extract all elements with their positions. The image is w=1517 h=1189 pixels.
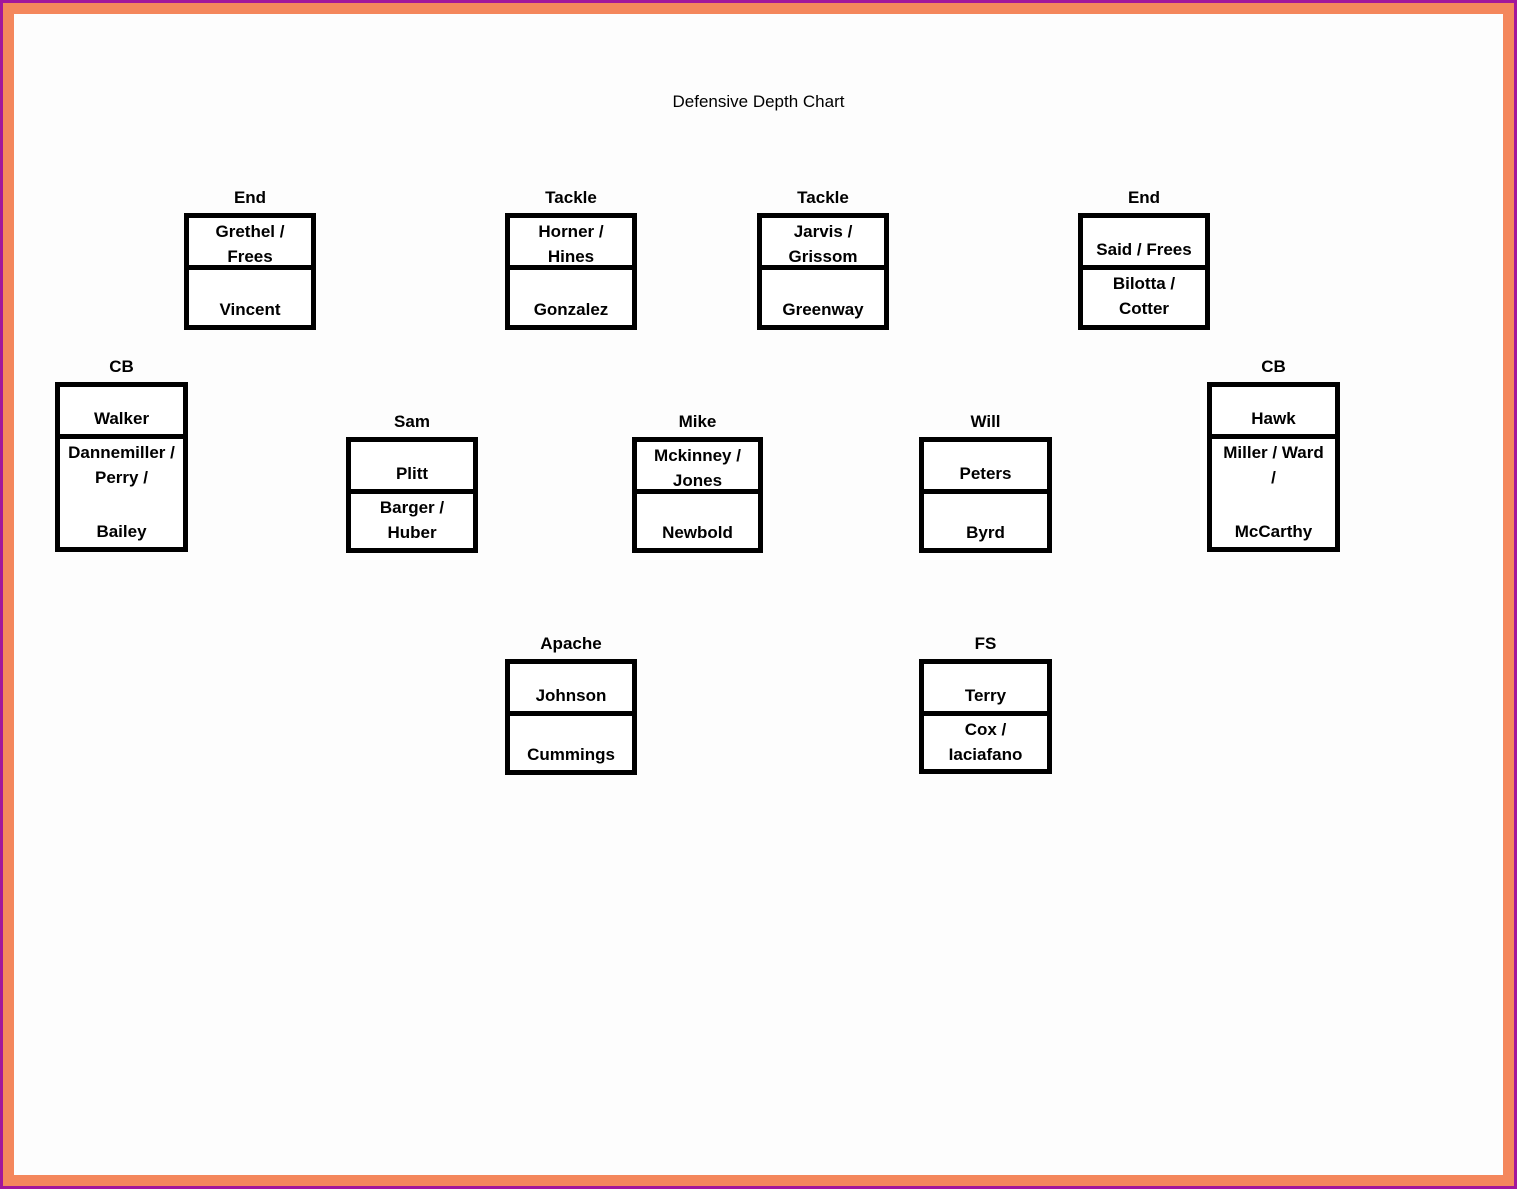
depth-box: Horner / Hines Gonzalez <box>505 213 637 330</box>
player-name: Horner / Hines <box>538 222 604 266</box>
page-border: Defensive Depth Chart End Grethel / Free… <box>3 3 1514 1186</box>
backup-cell: Newbold <box>637 494 758 548</box>
starter-cell: Mckinney / Jones <box>637 442 758 494</box>
player-name: Bailey <box>96 522 147 541</box>
starter-cell: Jarvis / Grissom <box>762 218 884 270</box>
page-title: Defensive Depth Chart <box>672 92 845 111</box>
position-tackle-left: Tackle Horner / Hines Gonzalez <box>505 188 637 330</box>
player-name: Grethel / Frees <box>215 222 285 266</box>
depth-box: Peters Byrd <box>919 437 1052 553</box>
starter-cell: Horner / Hines <box>510 218 632 270</box>
player-name: Barger / Huber <box>379 498 445 542</box>
depth-box: Terry Cox / Iaciafano <box>919 659 1052 774</box>
starter-cell: Said / Frees <box>1083 218 1205 270</box>
player-name: Johnson <box>535 686 607 705</box>
backup-cell: Byrd <box>924 494 1047 548</box>
depth-box: Grethel / Frees Vincent <box>184 213 316 330</box>
depth-box: Walker Dannemiller / Perry / Bailey <box>55 382 188 552</box>
backup-cell: Cox / Iaciafano <box>924 716 1047 769</box>
depth-box: Johnson Cummings <box>505 659 637 775</box>
backup-cell: Bilotta / Cotter <box>1083 270 1205 325</box>
position-label: CB <box>1261 357 1286 376</box>
starter-cell: Grethel / Frees <box>189 218 311 270</box>
position-mike: Mike Mckinney / Jones Newbold <box>632 412 763 553</box>
player-name: Newbold <box>662 523 733 542</box>
depth-box: Mckinney / Jones Newbold <box>632 437 763 553</box>
position-end-left: End Grethel / Frees Vincent <box>184 188 316 330</box>
position-label: FS <box>974 634 997 653</box>
player-name: McCarthy <box>1234 522 1313 541</box>
player-name: Gonzalez <box>533 300 609 319</box>
starter-cell: Walker <box>60 387 183 439</box>
depth-box: Said / Frees Bilotta / Cotter <box>1078 213 1210 330</box>
position-tackle-right: Tackle Jarvis / Grissom Greenway <box>757 188 889 330</box>
player-name: Dannemiller / Perry / <box>68 443 175 487</box>
player-name: Cox / Iaciafano <box>948 720 1023 764</box>
backup-cell: Cummings <box>510 716 632 770</box>
position-will: Will Peters Byrd <box>919 412 1052 553</box>
player-name: Greenway <box>782 300 864 319</box>
position-cb-left: CB Walker Dannemiller / Perry / Bailey <box>55 357 188 552</box>
player-name: Mckinney / Jones <box>654 446 741 490</box>
backup-cell: Vincent <box>189 270 311 325</box>
position-label: Tackle <box>797 188 849 207</box>
player-name: Terry <box>964 686 1007 705</box>
backup-cell: Dannemiller / Perry / Bailey <box>60 439 183 547</box>
position-label: Mike <box>678 412 717 431</box>
player-name: Byrd <box>966 523 1005 542</box>
position-label: Tackle <box>545 188 597 207</box>
depth-box: Hawk Miller / Ward / McCarthy <box>1207 382 1340 552</box>
position-sam: Sam Plitt Barger / Huber <box>346 412 478 553</box>
position-label: CB <box>109 357 134 376</box>
position-end-right: End Said / Frees Bilotta / Cotter <box>1078 188 1210 330</box>
position-label: End <box>1127 188 1161 207</box>
position-cb-right: CB Hawk Miller / Ward / McCarthy <box>1207 357 1340 552</box>
position-label: Apache <box>540 634 602 653</box>
player-name: Walker <box>93 409 150 428</box>
starter-cell: Terry <box>924 664 1047 716</box>
backup-cell: Gonzalez <box>510 270 632 325</box>
player-name: Vincent <box>219 300 281 319</box>
depth-box: Plitt Barger / Huber <box>346 437 478 553</box>
player-name: Bilotta / Cotter <box>1112 274 1176 318</box>
backup-cell: Greenway <box>762 270 884 325</box>
player-name: Jarvis / Grissom <box>788 222 858 266</box>
depth-box: Jarvis / Grissom Greenway <box>757 213 889 330</box>
player-name: Said / Frees <box>1096 240 1192 259</box>
position-label: Sam <box>394 412 430 431</box>
backup-cell: Barger / Huber <box>351 494 473 548</box>
starter-cell: Johnson <box>510 664 632 716</box>
position-apache: Apache Johnson Cummings <box>505 634 637 775</box>
starter-cell: Hawk <box>1212 387 1335 439</box>
backup-cell: Miller / Ward / McCarthy <box>1212 439 1335 547</box>
player-name: Hawk <box>1251 409 1296 428</box>
player-name: Miller / Ward / <box>1223 443 1324 487</box>
starter-cell: Peters <box>924 442 1047 494</box>
player-name: Plitt <box>395 464 429 483</box>
player-name: Cummings <box>527 745 615 764</box>
position-label: Will <box>970 412 1001 431</box>
player-name: Peters <box>959 464 1012 483</box>
position-label: End <box>233 188 267 207</box>
starter-cell: Plitt <box>351 442 473 494</box>
position-fs: FS Terry Cox / Iaciafano <box>919 634 1052 774</box>
